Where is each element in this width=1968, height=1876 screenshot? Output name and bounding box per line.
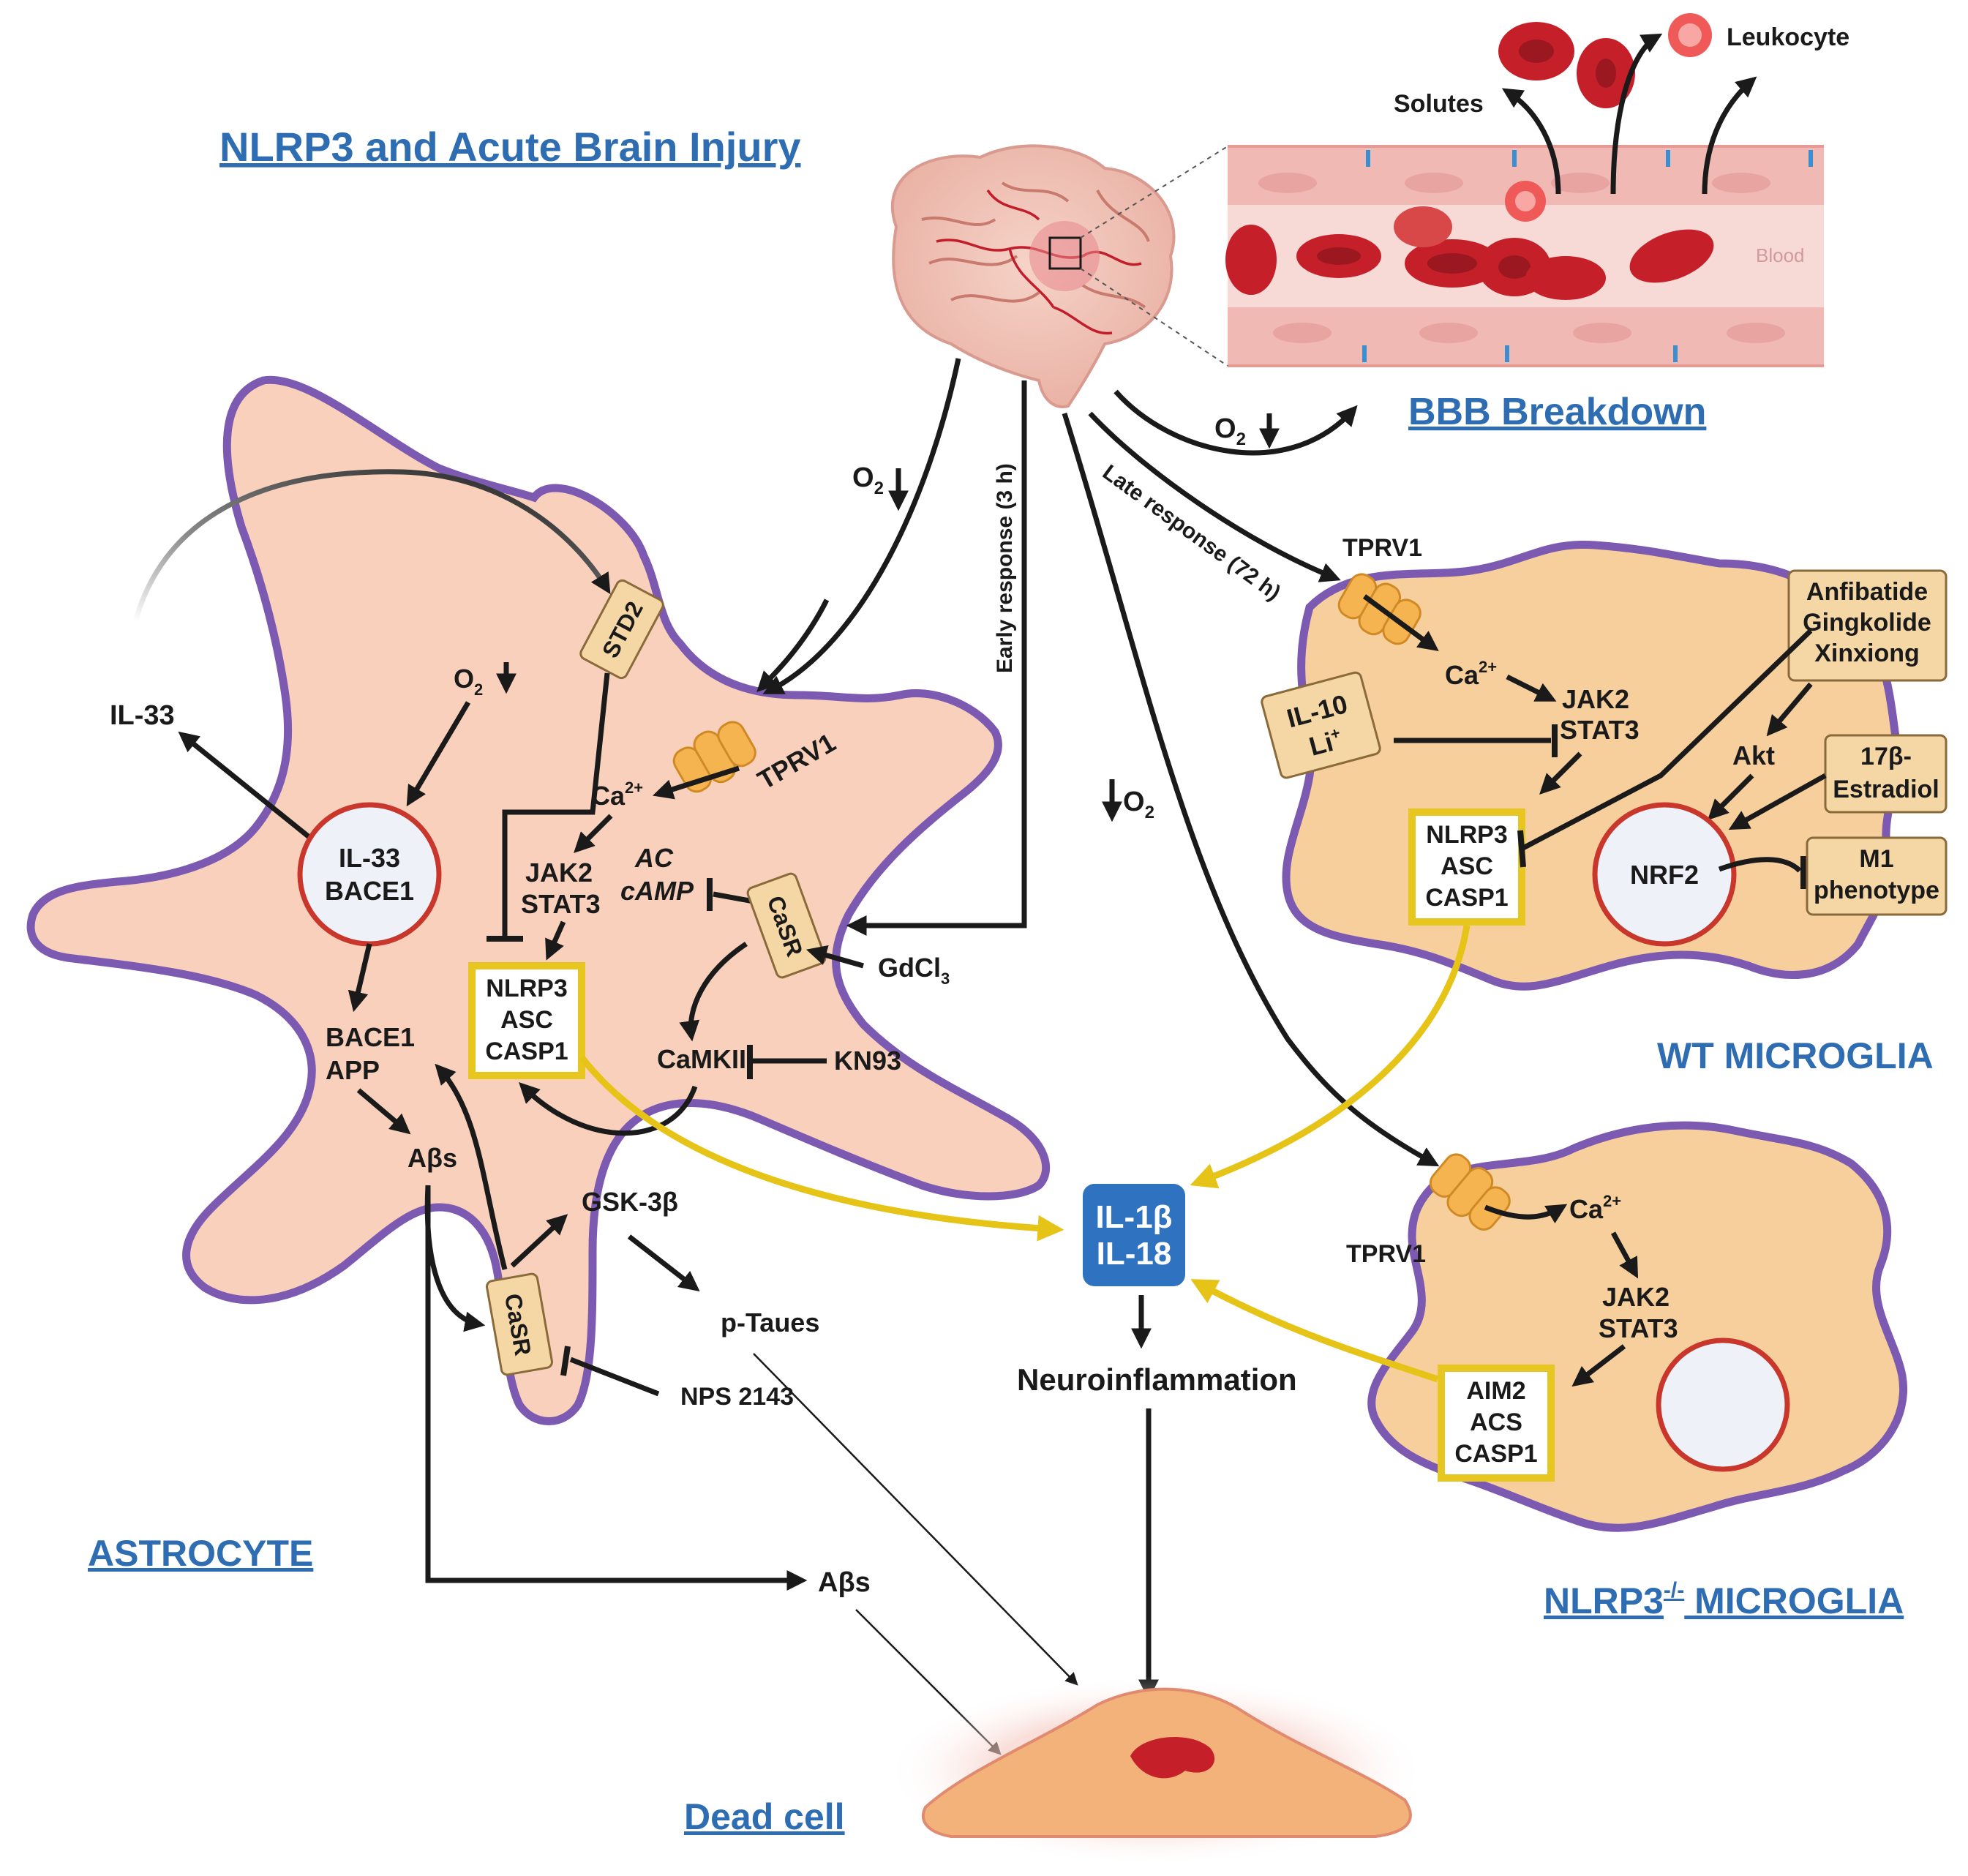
early-response-label: Early response (3 h): [993, 463, 1017, 673]
gsk-label: GSK-3β: [582, 1187, 678, 1217]
il33-out-label: IL-33: [110, 700, 175, 731]
zoom-box: [1048, 236, 1082, 270]
ko-ca-label: Ca2+: [1569, 1192, 1621, 1224]
svg-text:NLRP3: NLRP3: [1426, 821, 1507, 849]
app-label: APP: [326, 1055, 380, 1085]
svg-text:Estradiol: Estradiol: [1833, 776, 1939, 803]
svg-text:M1: M1: [1859, 845, 1893, 873]
gdcl3-label: GdCl3: [878, 953, 950, 988]
astro-ca-label: Ca2+: [591, 778, 643, 811]
svg-text:IL-18: IL-18: [1097, 1236, 1172, 1272]
red-blood-cells: [1225, 22, 1714, 300]
blood-vessel: Blood Solutes Leukocyte: [1225, 13, 1849, 367]
akt-label: Akt: [1732, 740, 1775, 770]
micro-o2-label: O2: [1123, 787, 1154, 822]
nrf2-nucleus: [1592, 802, 1737, 947]
dead-cell-title: Dead cell: [684, 1796, 845, 1837]
astro-stat3-label: STAT3: [521, 889, 601, 919]
solutes-label: Solutes: [1394, 90, 1484, 118]
svg-text:AIM2: AIM2: [1466, 1377, 1525, 1405]
wt-ca-label: Ca2+: [1445, 658, 1497, 690]
ptaues-label: p-Taues: [721, 1307, 819, 1337]
svg-text:CASP1: CASP1: [485, 1038, 568, 1065]
bbb-title: BBB Breakdown: [1408, 391, 1706, 433]
svg-text:CASP1: CASP1: [1425, 884, 1508, 912]
brain-icon: [890, 144, 1228, 408]
bace1-label: BACE1: [326, 1022, 415, 1052]
svg-text:NLRP3: NLRP3: [486, 975, 567, 1002]
camkii-label: CaMKII: [657, 1044, 746, 1074]
ko-nucleus: [1656, 1337, 1790, 1472]
astrocyte-title: ASTROCYTE: [88, 1533, 313, 1574]
svg-text:ASC: ASC: [500, 1006, 553, 1034]
neuroinflammation-label: Neuroinflammation: [1017, 1362, 1297, 1397]
abs-out-label: Aβs: [818, 1567, 871, 1598]
kn93-label: KN93: [834, 1046, 901, 1076]
dead-cell: [885, 1676, 1427, 1866]
cytokine-box: IL-1β IL-18: [1083, 1184, 1185, 1286]
m1-phenotype-box: M1 phenotype: [1806, 836, 1948, 916]
svg-text:CASP1: CASP1: [1454, 1440, 1537, 1468]
drugs-box: Anfibatide Gingkolide Xinxiong: [1787, 569, 1948, 682]
blood-label: Blood: [1756, 244, 1805, 266]
ac-label: AC: [634, 843, 674, 873]
std2-receptor: STD2: [579, 579, 664, 680]
wt-stat3-label: STAT3: [1560, 715, 1640, 745]
astro-jak2-label: JAK2: [525, 858, 593, 888]
ko-jak2-label: JAK2: [1602, 1282, 1670, 1312]
ko-inflammasome-box: AIM2 ACS CASP1: [1438, 1365, 1555, 1482]
svg-text:IL-1β: IL-1β: [1095, 1199, 1172, 1235]
brain-o2-label: O2: [852, 462, 884, 498]
il10-li-box: IL-10 Li+: [1261, 671, 1381, 779]
astro-o2-label: O2: [454, 664, 483, 699]
astro-nucleus-line1: IL-33: [339, 843, 400, 873]
svg-text:17β-: 17β-: [1860, 743, 1912, 770]
wt-inflammasome-box: NLRP3 ASC CASP1: [1408, 808, 1525, 926]
late-response-label: Late response (72 h): [1098, 460, 1285, 605]
bbb-o2-label: O2: [1214, 413, 1246, 449]
astro-casr-receptor: CaSR: [746, 872, 827, 979]
svg-text:Xinxiong: Xinxiong: [1814, 639, 1920, 667]
wt-microglia-title: WT MICROGLIA: [1657, 1035, 1934, 1076]
astro-nucleus-line2: BACE1: [325, 876, 414, 906]
estradiol-box: 17β- Estradiol: [1824, 734, 1948, 814]
astro-inflammasome-box: NLRP3 ASC CASP1: [468, 962, 585, 1079]
svg-text:ACS: ACS: [1470, 1408, 1522, 1436]
svg-text:Gingkolide: Gingkolide: [1803, 609, 1931, 637]
ko-microglia-title: NLRP3-/- MICROGLIA: [1544, 1578, 1904, 1621]
nrf2-label: NRF2: [1630, 860, 1699, 890]
astro-casr2-receptor: CaSR: [486, 1272, 553, 1376]
camp-label: cAMP: [620, 876, 694, 906]
main-title: NLRP3 and Acute Brain Injury: [219, 124, 801, 170]
wt-tprv1-label: TPRV1: [1342, 534, 1422, 562]
svg-text:phenotype: phenotype: [1814, 877, 1939, 904]
svg-text:Anfibatide: Anfibatide: [1806, 578, 1928, 606]
abs-label: Aβs: [408, 1143, 457, 1173]
ko-stat3-label: STAT3: [1599, 1313, 1678, 1343]
nps-label: NPS 2143: [680, 1383, 794, 1411]
leukocyte-label: Leukocyte: [1727, 23, 1849, 51]
ko-tprv1-label: TPRV1: [1346, 1240, 1426, 1268]
astrocyte-nucleus: [297, 802, 442, 947]
wt-jak2-label: JAK2: [1562, 684, 1629, 714]
svg-text:ASC: ASC: [1441, 852, 1493, 880]
